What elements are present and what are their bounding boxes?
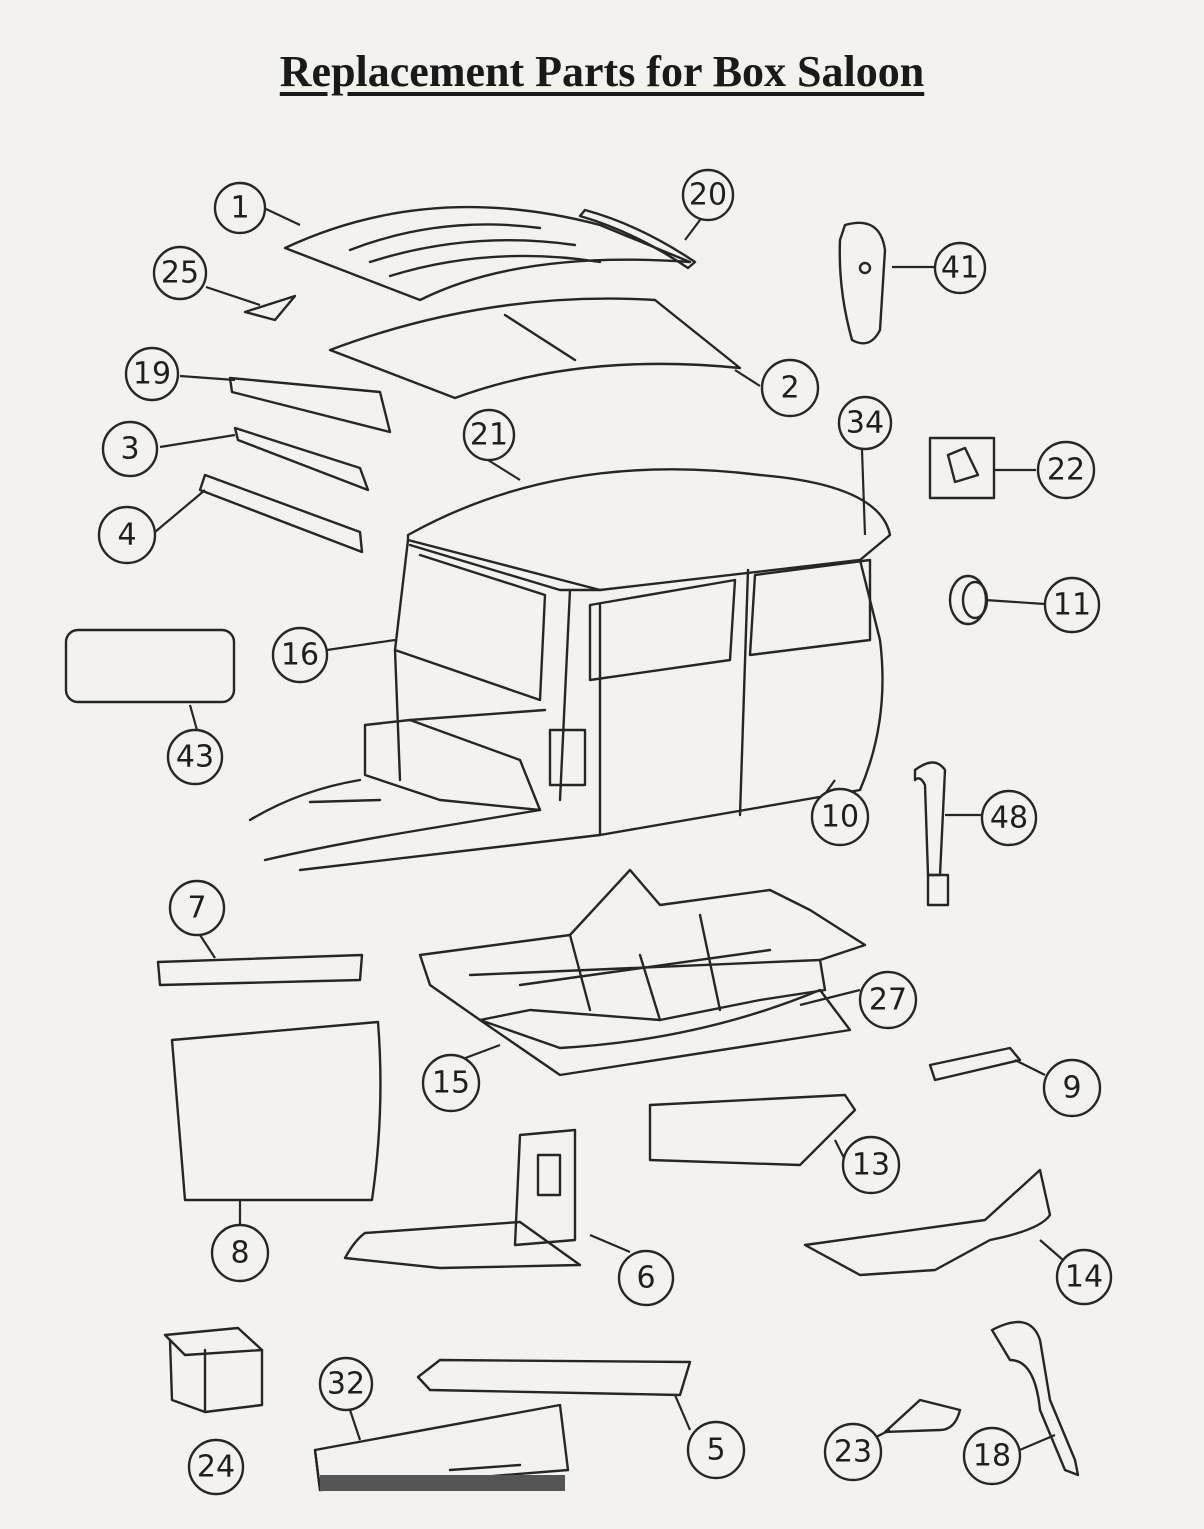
callout-14-label: 14 [1065, 1260, 1103, 1295]
callout-5: 5 [686, 1420, 746, 1480]
part-8-door-panel [170, 1020, 382, 1202]
callout-41: 41 [933, 241, 987, 295]
callout-2-label: 2 [780, 371, 799, 406]
callout-32-label: 32 [327, 1367, 365, 1402]
part-20-roof-strip [578, 208, 697, 270]
callout-19-label: 19 [133, 357, 171, 392]
callout-11-label: 11 [1053, 588, 1091, 623]
callout-15-label: 15 [432, 1066, 470, 1101]
part-3-rail [233, 426, 370, 492]
callout-34: 34 [837, 395, 893, 451]
callout-18-label: 18 [973, 1439, 1011, 1474]
callout-32: 32 [318, 1356, 374, 1412]
callout-1-label: 1 [230, 191, 249, 226]
callout-7: 7 [168, 879, 226, 937]
part-2-roof-frame [328, 297, 742, 400]
callout-20: 20 [681, 168, 735, 222]
part-1-roof-panel [283, 205, 692, 302]
callout-6-label: 6 [636, 1261, 655, 1296]
page-title: Replacement Parts for Box Saloon [279, 47, 925, 96]
part-4-sill [198, 473, 364, 554]
callout-21-label: 21 [470, 418, 508, 453]
callout-27: 27 [858, 970, 918, 1030]
callout-23-label: 23 [834, 1435, 872, 1470]
callout-7-label: 7 [187, 891, 206, 926]
part-41-gasket [838, 221, 887, 345]
part-14-long-panel [803, 1168, 1052, 1277]
part-15-floor-support [478, 988, 852, 1077]
callout-23: 23 [823, 1422, 883, 1482]
callout-15: 15 [421, 1053, 481, 1113]
callout-4: 4 [97, 505, 157, 565]
callout-13-label: 13 [852, 1148, 890, 1183]
callout-13: 13 [841, 1135, 901, 1195]
callout-3: 3 [101, 420, 159, 478]
callout-8-label: 8 [230, 1236, 249, 1271]
callout-4-label: 4 [117, 518, 136, 553]
part-48-handle [913, 761, 950, 907]
callout-43: 43 [166, 728, 224, 786]
callout-10-label: 10 [821, 800, 859, 835]
callout-24-label: 24 [197, 1450, 235, 1485]
part-23-cap [883, 1398, 962, 1434]
callout-14: 14 [1055, 1248, 1113, 1306]
callout-9-label: 9 [1062, 1071, 1081, 1106]
callout-6: 6 [617, 1249, 675, 1307]
part-19-header-strip [228, 376, 392, 434]
callout-9: 9 [1042, 1058, 1102, 1118]
part-7-strip [156, 953, 364, 987]
callout-5-label: 5 [706, 1433, 725, 1468]
callout-10: 10 [810, 787, 870, 847]
callout-25-label: 25 [161, 256, 199, 291]
callout-22: 22 [1036, 440, 1096, 500]
callout-16: 16 [271, 626, 329, 684]
callout-19: 19 [124, 346, 180, 402]
part-43-mirror [64, 628, 236, 704]
part-6-side-panel [343, 1128, 582, 1270]
callout-43-label: 43 [176, 740, 214, 775]
callout-34-label: 34 [846, 406, 884, 441]
callout-11: 11 [1043, 576, 1101, 634]
part-5-lower-panel [416, 1358, 692, 1397]
callout-16-label: 16 [281, 638, 319, 673]
part-11-ring [948, 574, 989, 626]
part-24-box [163, 1326, 264, 1414]
callout-3-label: 3 [120, 432, 139, 467]
part-27-floor-pan [418, 868, 867, 1022]
callout-48: 48 [980, 789, 1038, 847]
callout-48-label: 48 [990, 801, 1028, 836]
part-22-plate [928, 436, 996, 500]
leader-lines [154, 208, 1064, 1454]
callout-24: 24 [187, 1438, 245, 1496]
part-32-block [313, 1403, 570, 1492]
part-13-step [648, 1093, 857, 1167]
part-9-small-panel [928, 1046, 1022, 1082]
callout-25: 25 [152, 245, 208, 301]
callout-27-label: 27 [869, 983, 907, 1018]
callout-21: 21 [462, 408, 516, 462]
callout-41-label: 41 [941, 251, 979, 286]
callout-22-label: 22 [1047, 453, 1085, 488]
callout-8: 8 [210, 1223, 270, 1283]
callout-20-label: 20 [689, 178, 727, 213]
callout-2: 2 [760, 358, 820, 418]
part-25-bracket [243, 294, 297, 322]
body-shell [248, 468, 892, 872]
callout-18: 18 [962, 1426, 1022, 1486]
callout-1: 1 [213, 181, 267, 235]
part-18-hinge-arm [990, 1320, 1080, 1477]
